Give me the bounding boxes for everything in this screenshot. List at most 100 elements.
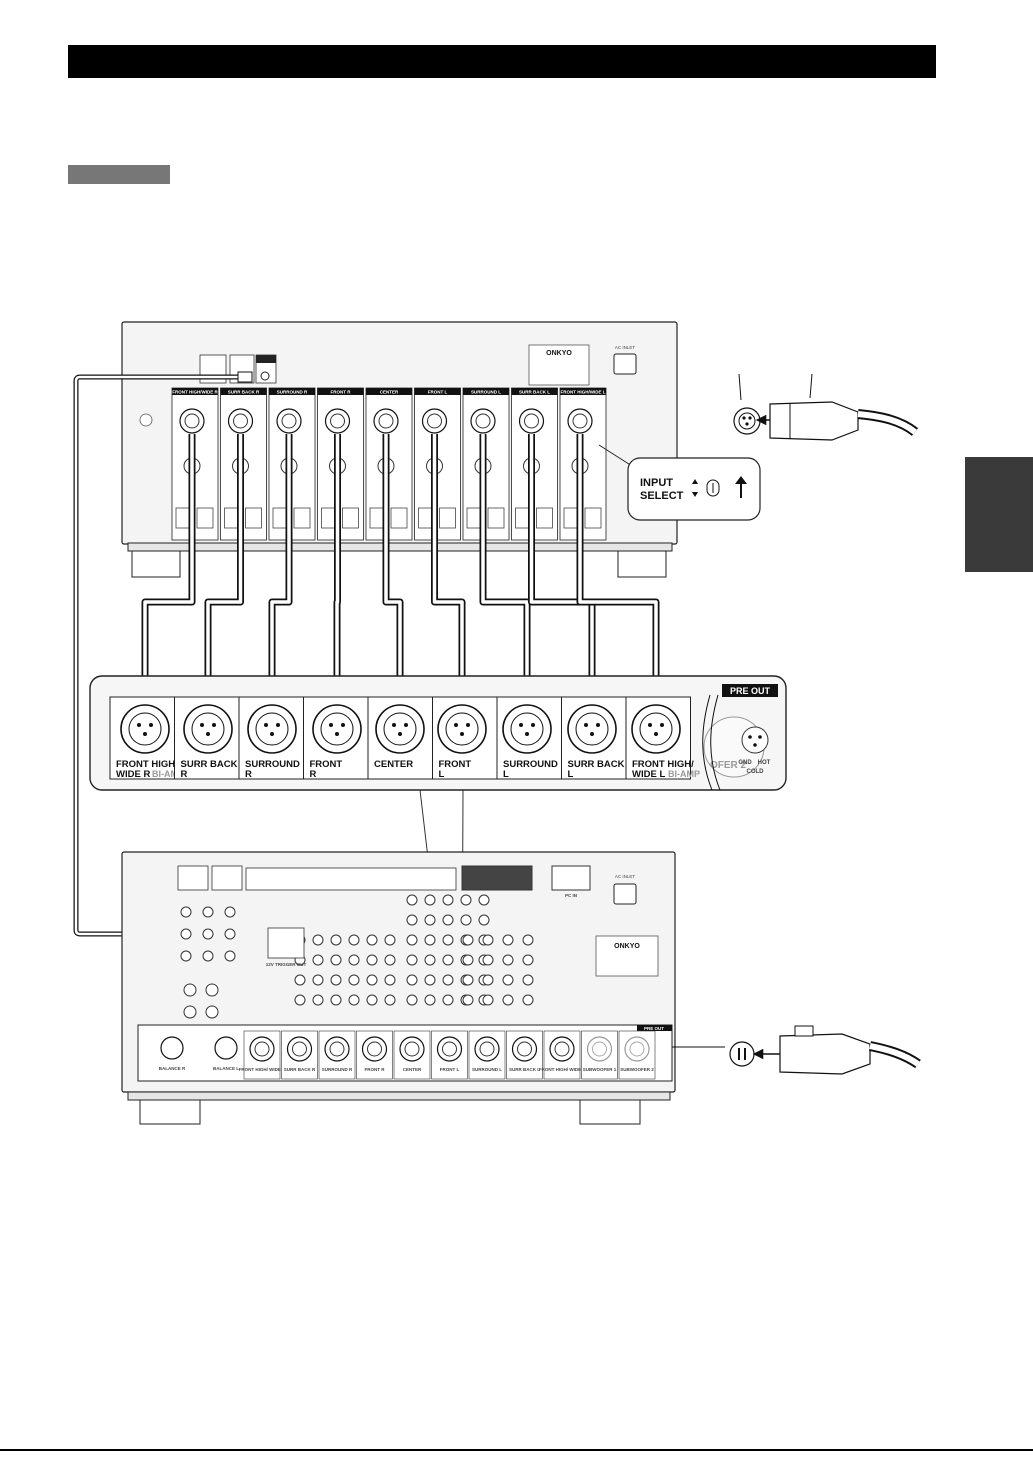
analog-input-jack — [348, 974, 360, 986]
callout-jack-label: L — [503, 769, 509, 780]
callout-jack-suffix: BI-AMP — [152, 769, 184, 779]
preamp-xlr-out-9: FRONT HIGH/ WIDE L — [539, 1030, 585, 1080]
preout-rca-jack — [462, 994, 474, 1006]
xlr-female-plug-detail — [733, 373, 919, 441]
preout-rca-jack — [482, 974, 494, 986]
component-jack — [424, 934, 436, 946]
callout-jack-label: FRONT HIGH/ — [632, 759, 694, 770]
preout-rca-jack — [522, 974, 534, 986]
preout-rca-jack — [482, 954, 494, 966]
input-select-line2: SELECT — [640, 490, 684, 502]
speaker-terminal — [390, 507, 408, 529]
pre-amplifier: PC IN AC INLET ONKYO 12V TRIGGER OUT PRE… — [121, 851, 676, 1125]
preout-rca-jack — [462, 974, 474, 986]
callout-jack-cell-5: CENTER — [367, 696, 433, 780]
digital-input-jack — [224, 950, 236, 962]
component-jack — [424, 994, 436, 1006]
preout-rca-jack — [502, 994, 514, 1006]
component-jack — [406, 934, 418, 946]
digital-input-jack — [180, 906, 192, 918]
preamp-xlr-out-7: SURROUND L — [468, 1030, 506, 1080]
preout-rca-jack — [502, 954, 514, 966]
phono-jack — [205, 983, 219, 997]
balance-input-1: BALANCE R — [159, 1036, 186, 1071]
amp-module-label: SURR BACK R — [228, 390, 260, 395]
preout-rca-jack — [482, 934, 494, 946]
callout-jack-label: WIDE L — [632, 769, 665, 780]
amp-module-label: FRONT R — [331, 390, 352, 395]
component-jack — [478, 914, 490, 926]
component-jack — [424, 894, 436, 906]
callout-jack-label: SURROUND — [245, 759, 300, 770]
preout-rca-jack — [502, 934, 514, 946]
preamp-xlr-out-2: SURR BACK R — [281, 1030, 318, 1080]
preamp-trigger: 12V TRIGGER OUT — [266, 962, 307, 967]
speaker-terminal — [342, 507, 359, 529]
callout-jack-label: FRONT — [310, 759, 343, 770]
digital-input-jack — [180, 950, 192, 962]
amp-module-label: SURROUND R — [277, 390, 308, 395]
analog-input-jack — [330, 974, 342, 986]
digital-input-jack — [224, 928, 236, 940]
component-jack — [406, 954, 418, 966]
analog-input-jack — [348, 994, 360, 1006]
preamp-xlr-out-label: FRONT R — [365, 1067, 386, 1072]
preamp-brand: ONKYO — [614, 943, 640, 950]
preamp-xlr-out-10: SUBWOOFER 1 — [581, 1030, 618, 1080]
digital-input-jack — [224, 906, 236, 918]
analog-input-jack — [330, 954, 342, 966]
speaker-terminal — [536, 507, 553, 529]
preout-rca-jack — [502, 974, 514, 986]
amp-module-label: FRONT L — [428, 390, 448, 395]
phono-jack — [205, 1005, 219, 1019]
component-jack — [442, 994, 454, 1006]
callout-jack-label: SURR BACK — [568, 759, 625, 770]
component-jack — [460, 914, 472, 926]
preamp-xlr-out-label: CENTER — [403, 1067, 422, 1072]
callout-jack-label: WIDE R — [116, 769, 150, 780]
pin-cold-label: COLD — [747, 769, 765, 775]
phono-jack — [183, 983, 197, 997]
preout-rca-jack — [522, 994, 534, 1006]
preamp-xlr-out-3: SURROUND R — [318, 1030, 356, 1080]
component-jack — [406, 974, 418, 986]
preamp-xlr-out-4: FRONT R — [356, 1030, 393, 1080]
analog-input-jack — [384, 974, 396, 986]
preamp-xlr-out-label: SURROUND R — [322, 1067, 353, 1072]
amp-module-2: SURR BACK R — [220, 387, 267, 541]
preout-rca-jack — [482, 994, 494, 1006]
component-jack — [442, 914, 454, 926]
digital-input-jack — [202, 950, 214, 962]
preout-rca-jack — [462, 954, 474, 966]
analog-input-jack — [384, 994, 396, 1006]
xlr-male-plug-detail — [672, 1025, 921, 1075]
component-jack — [424, 914, 436, 926]
digital-input-jack — [202, 928, 214, 940]
analog-input-jack — [366, 934, 378, 946]
speaker-terminal — [293, 507, 311, 529]
input-select-line1: INPUT — [640, 477, 673, 489]
component-jack — [406, 994, 418, 1006]
analog-input-jack — [312, 974, 324, 986]
pin-gnd-label: GND — [738, 760, 752, 766]
subwoofer-partial-label: OFER 2 — [710, 760, 747, 771]
component-jack — [442, 934, 454, 946]
preamp-xlr-out-8: SURR BACK L — [506, 1030, 543, 1080]
preout-rca-jack — [522, 934, 534, 946]
callout-jack-label: FRONT — [439, 759, 472, 770]
callout-jack-suffix: BI-AMP — [668, 769, 700, 779]
analog-input-jack — [366, 954, 378, 966]
pin-hot-label: HOT — [758, 760, 771, 766]
phono-jack — [183, 1005, 197, 1019]
component-jack — [442, 954, 454, 966]
component-jack — [442, 894, 454, 906]
preamp-pre-out: PRE OUT — [644, 1026, 664, 1031]
component-jack — [460, 894, 472, 906]
speaker-terminal — [487, 507, 505, 529]
amp-module-label: SURR BACK L — [519, 390, 550, 395]
